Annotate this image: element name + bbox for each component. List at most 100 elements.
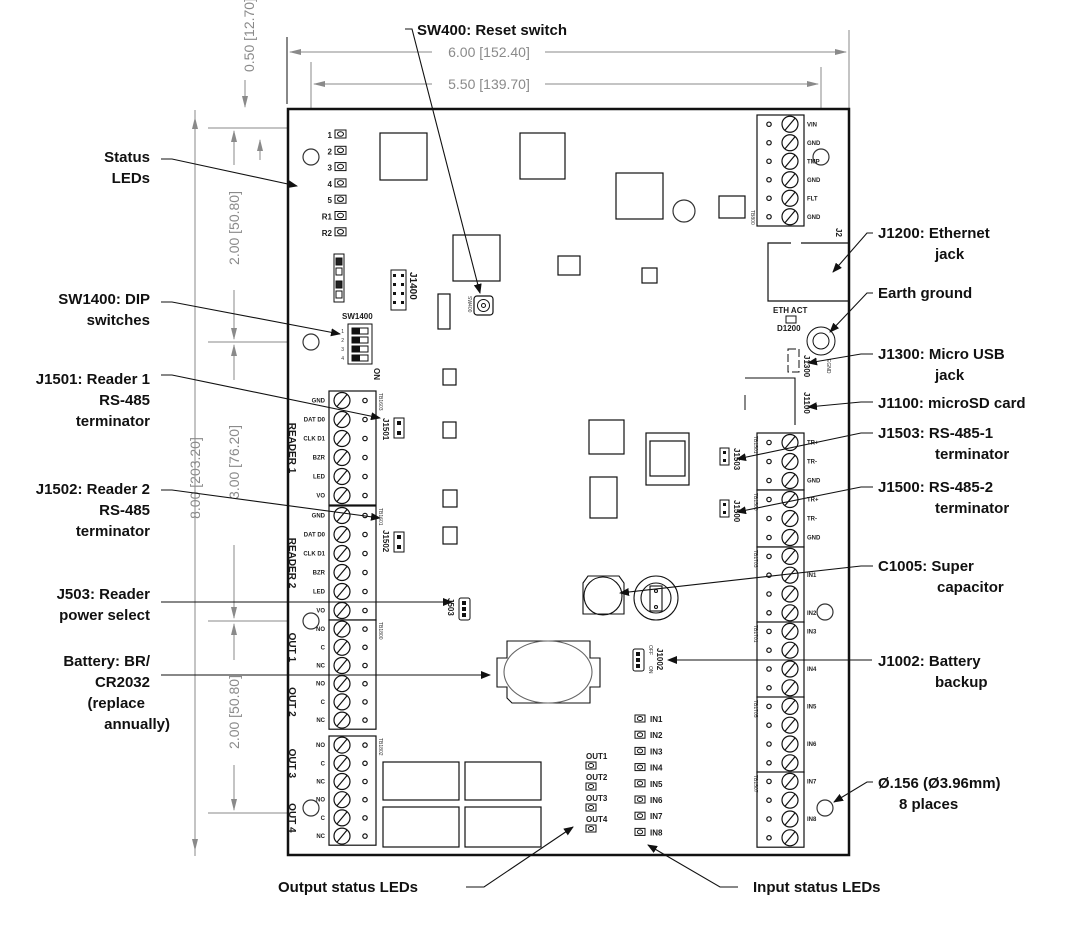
battery-holder[interactable] — [496, 640, 601, 704]
svg-text:J1503: RS-485-1: J1503: RS-485-1 — [878, 425, 993, 442]
terminal-block-inputs: IN1IN2TB1703IN3IN4TB1701IN5IN6TB1705IN7I… — [752, 546, 817, 848]
output-led-4: OUT4 — [585, 815, 608, 833]
svg-text:jack: jack — [934, 246, 965, 263]
callout-j1100: J1100: microSD card — [878, 395, 1026, 412]
input-led-4: IN4 — [634, 763, 663, 773]
status-led-label: 5 — [328, 196, 333, 205]
callout-input-leds: Input status LEDs — [753, 879, 881, 896]
output-group-label: OUT 4 — [286, 803, 297, 833]
svg-text:Battery: BR/: Battery: BR/ — [63, 653, 151, 670]
tb-label: TB1601 — [377, 508, 383, 526]
callout-sw400: SW400: Reset switch — [417, 22, 567, 39]
tb-label: TB1603 — [377, 393, 383, 411]
reset-switch[interactable]: SW400 — [466, 295, 494, 316]
dim-width-overall: 6.00 [152.40] — [448, 44, 530, 60]
svg-text:Earth ground: Earth ground — [878, 285, 972, 302]
status-led-label: 3 — [328, 164, 333, 173]
callout-earth: Earth ground — [878, 285, 972, 302]
svg-text:IN5: IN5 — [650, 780, 663, 789]
tb-label: TB1501 — [752, 436, 758, 454]
dim-seg-mid: 3.00 [76.20] — [226, 425, 242, 499]
svg-text:capacitor: capacitor — [937, 579, 1004, 596]
terminal-pin-label: GND — [807, 178, 821, 184]
input-led-8: IN8 — [634, 827, 663, 837]
svg-text:IN7: IN7 — [650, 812, 663, 821]
terminal-pin-label: IN5 — [807, 704, 817, 710]
dip-position-label: 2 — [341, 338, 344, 344]
status-led-4: 4 — [328, 178, 347, 189]
output-led-2: OUT2 — [585, 773, 608, 791]
callout-output-leds: Output status LEDs — [278, 879, 418, 896]
callout-holes: Ø.156 (Ø3.96mm)8 places — [878, 775, 1001, 813]
jumper-j1503[interactable] — [719, 447, 730, 466]
micro-usb-jack[interactable] — [787, 348, 800, 373]
status-led-2: 2 — [328, 145, 347, 156]
svg-text:IN3: IN3 — [650, 747, 663, 756]
jumper-j1502[interactable] — [393, 531, 405, 553]
terminal-pin-label: IN7 — [807, 779, 817, 785]
dip-position-label: 3 — [341, 347, 344, 353]
svg-text:LEDs: LEDs — [112, 170, 150, 187]
jumper-j1501[interactable] — [393, 417, 405, 439]
svg-text:jack: jack — [934, 367, 965, 384]
earth-label: EGND — [825, 359, 831, 374]
callout-battery: Battery: BR/CR2032 (replace annually) — [63, 653, 170, 733]
jumper-j1002[interactable] — [632, 648, 645, 672]
output-led-3: OUT3 — [585, 794, 608, 812]
eth-act-led — [785, 315, 797, 324]
terminal-pin-label: TR- — [807, 460, 817, 466]
terminal-pin-label: VIN — [807, 122, 817, 128]
reader1-pin-label: CLK D1 — [303, 437, 325, 443]
svg-text:SW1400: DIP: SW1400: DIP — [58, 291, 150, 308]
input-led-2: IN2 — [634, 730, 663, 740]
status-led-r2: R2 — [322, 227, 347, 238]
dim-seg-bottom: 2.00 [50.80] — [226, 675, 242, 749]
output-pin-label: C — [321, 761, 326, 767]
output-pin-label: NC — [316, 718, 325, 724]
j1501-label: J1501 — [381, 418, 390, 441]
svg-text:(replace: (replace — [87, 695, 145, 712]
terminal-pin-label: FLT — [807, 196, 818, 202]
input-led-6: IN6 — [634, 795, 663, 805]
dim-seg-top: 2.00 [50.80] — [226, 191, 242, 265]
tb-label: TB1500 — [752, 493, 758, 511]
microsd-slot[interactable] — [745, 377, 796, 425]
output-pin-label: NC — [316, 780, 325, 786]
j1400-label: J1400 — [407, 272, 418, 300]
reader2-group-label: READER 2 — [286, 538, 297, 589]
sw400-label: SW400 — [466, 296, 472, 313]
terminal-pin-label: TR- — [807, 517, 817, 523]
output-pin-label: C — [321, 645, 326, 651]
jumper-j503[interactable] — [458, 597, 471, 621]
j1400-header: J1400 — [390, 269, 418, 311]
output-pin-label: NC — [316, 834, 325, 840]
ethernet-jack[interactable] — [767, 242, 849, 302]
svg-text:8 places: 8 places — [899, 796, 958, 813]
svg-text:J1002: Battery: J1002: Battery — [878, 653, 981, 670]
tb-label: TB1705 — [752, 700, 758, 718]
dimension-lines — [192, 30, 850, 856]
reader2-pin-label: VO — [316, 609, 325, 615]
mounting-hole — [302, 148, 320, 166]
input-led-5: IN5 — [634, 779, 663, 789]
jumper-j1500[interactable] — [719, 499, 730, 518]
tb800-label: TB800 — [749, 210, 755, 225]
reader2-pin-label: DAT D0 — [304, 533, 326, 539]
output-pin-label: NO — [316, 798, 325, 804]
svg-text:CR2032: CR2032 — [95, 674, 150, 691]
svg-text:annually): annually) — [104, 716, 170, 733]
svg-text:OUT4: OUT4 — [586, 815, 608, 824]
